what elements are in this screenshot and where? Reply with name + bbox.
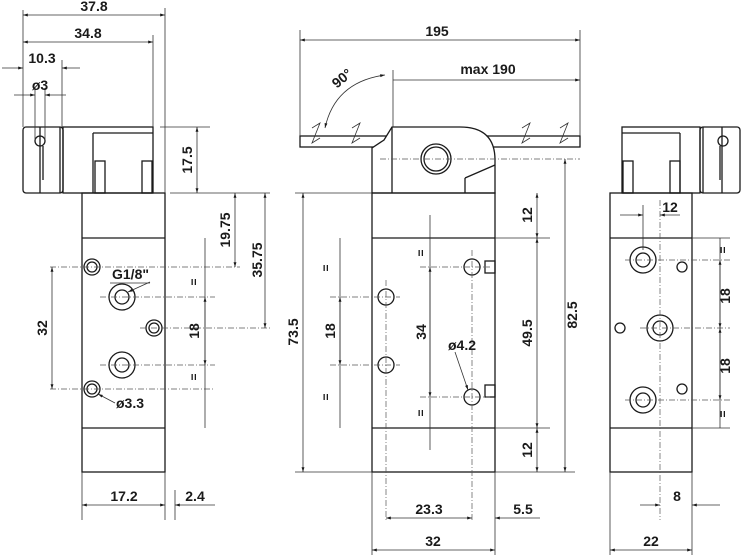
dim-8: 8 xyxy=(673,488,681,504)
dim-12-top: 12 xyxy=(519,207,535,223)
dim-19-75: 19.75 xyxy=(217,212,233,247)
outline-shape xyxy=(484,384,496,398)
port-hole xyxy=(717,135,729,147)
dim-5-5: 5.5 xyxy=(513,501,533,517)
outline-shape xyxy=(699,126,741,194)
equal-mark: = xyxy=(414,249,428,256)
equal-mark: = xyxy=(187,373,201,380)
hole-dia-label: ø4.2 xyxy=(448,337,476,353)
dim-18-lower: 18 xyxy=(717,358,733,374)
dim-22: 22 xyxy=(643,533,659,549)
dim-82-5: 82.5 xyxy=(564,301,580,328)
dimension-line xyxy=(324,74,386,129)
left-dimensions: 37.8 34.8 10.3 ø3 17.5 19.75 35.75 32 18… xyxy=(2,0,270,520)
dim-73-5: 73.5 xyxy=(285,318,301,345)
dim-17-5: 17.5 xyxy=(179,146,195,173)
outline-shape xyxy=(81,192,166,473)
dim-12: 12 xyxy=(662,199,678,215)
port-hole xyxy=(676,383,688,395)
dim-34-8: 34.8 xyxy=(74,25,101,41)
mount-hole-label: ø3.3 xyxy=(116,395,144,411)
dim-18: 18 xyxy=(186,323,202,339)
middle-dimensions: 195 max 190 90° 73.5 82.5 12 49.5 12 18 … xyxy=(285,23,581,555)
dim-max-190: max 190 xyxy=(460,61,515,77)
dim-10-3: 10.3 xyxy=(28,50,55,66)
outline-shape xyxy=(371,126,496,194)
outline-shape xyxy=(141,160,153,194)
dim-18: 18 xyxy=(322,323,338,339)
middle-view: 195 max 190 90° 73.5 82.5 12 49.5 12 18 … xyxy=(285,23,581,555)
right-view: 12 18 18 = = 8 22 xyxy=(609,126,741,555)
equal-mark: = xyxy=(319,393,333,400)
outline-shape xyxy=(609,192,693,473)
dim-12-bottom: 12 xyxy=(519,442,535,458)
dim-pin-dia: ø3 xyxy=(32,77,49,93)
dim-32: 32 xyxy=(425,533,441,549)
dim-32: 32 xyxy=(34,320,50,336)
dim-23-3: 23.3 xyxy=(415,501,442,517)
outline-shape xyxy=(621,126,701,194)
dim-35-75: 35.75 xyxy=(249,242,265,277)
outline-shape xyxy=(669,160,681,194)
dimension-line xyxy=(97,393,116,404)
outline-shape xyxy=(62,126,154,194)
equal-mark: = xyxy=(414,409,428,416)
outline-shape xyxy=(484,260,496,274)
right-dimensions: 12 18 18 = = 8 22 xyxy=(609,199,733,555)
dimension-line xyxy=(454,351,469,391)
solenoid-connector xyxy=(22,126,154,194)
dim-18-upper: 18 xyxy=(717,288,733,304)
valve-body xyxy=(330,158,580,520)
thread-label: G1/8" xyxy=(112,266,149,282)
solenoid-head xyxy=(299,122,581,194)
dim-2-4: 2.4 xyxy=(185,488,205,504)
dimension-line xyxy=(311,122,569,144)
equal-mark: = xyxy=(187,278,201,285)
dim-37-8: 37.8 xyxy=(80,0,107,14)
solenoid-connector xyxy=(621,126,741,194)
dim-34: 34 xyxy=(413,324,429,340)
equal-mark: = xyxy=(716,410,730,417)
dim-49-5: 49.5 xyxy=(519,319,535,346)
left-view: 37.8 34.8 10.3 ø3 17.5 19.75 35.75 32 18… xyxy=(2,0,270,520)
dim-195: 195 xyxy=(425,23,449,39)
outline-shape xyxy=(94,160,106,194)
outline-shape xyxy=(464,164,496,179)
port-hole xyxy=(614,322,626,334)
equal-mark: = xyxy=(716,246,730,253)
port-hole xyxy=(676,261,688,273)
valve-body xyxy=(50,192,270,473)
port-hole xyxy=(34,135,46,147)
outline-shape xyxy=(622,160,634,194)
dim-17-2: 17.2 xyxy=(110,488,137,504)
dimension-line xyxy=(127,281,151,293)
outline-shape xyxy=(371,192,496,473)
valve-body xyxy=(609,192,730,520)
equal-mark: = xyxy=(319,264,333,271)
